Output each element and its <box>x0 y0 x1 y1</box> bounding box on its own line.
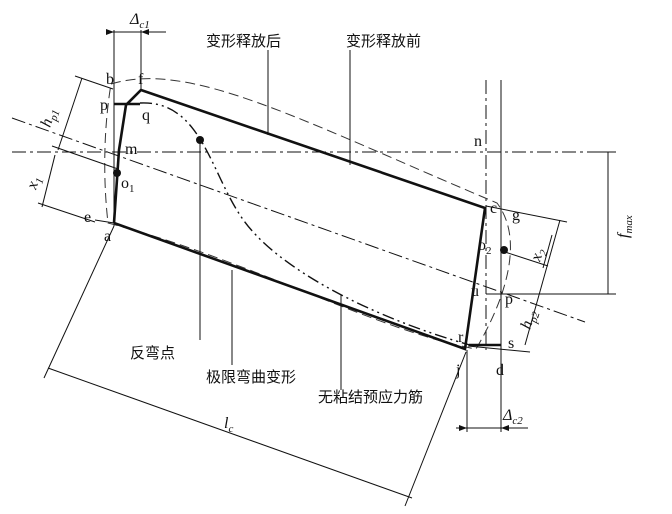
label-point-a: a <box>104 228 111 245</box>
label-delta-c1: Δc1 <box>129 11 150 31</box>
x1-ext-bottom <box>37 202 96 223</box>
caption-inflection-point: 反弯点 <box>130 344 175 362</box>
label-point-c: c <box>490 200 497 217</box>
label-point-m: m <box>125 141 138 158</box>
label-point-d: d <box>496 362 504 379</box>
label-point-g: g <box>512 207 520 224</box>
label-point-s: s <box>508 335 514 352</box>
label-o2: o2 <box>478 237 492 257</box>
label-o1: o1 <box>121 175 135 195</box>
label-point-n: n <box>474 133 482 150</box>
label-x1: x1 <box>23 174 46 193</box>
inclined-axis-line <box>11 117 586 323</box>
caption-before-release: 变形释放前 <box>346 32 421 50</box>
lc-ext-left <box>43 225 115 379</box>
label-point-r: r <box>458 329 464 346</box>
caption-unbonded-tendon: 无粘结预应力筋 <box>318 388 423 406</box>
hp1-ext-top <box>74 75 114 90</box>
hp2-dim-line <box>524 219 561 346</box>
label-hp2: hp2 <box>518 307 543 332</box>
label-point-u: u <box>471 283 479 300</box>
label-point-j: j <box>455 362 460 379</box>
delta-c2-arrow-left <box>459 425 467 431</box>
label-point-f: f <box>138 71 144 88</box>
segment-e-a <box>94 219 115 224</box>
lc-dim-line <box>47 367 413 499</box>
lc-ext-right <box>404 351 467 507</box>
hp2-ext-bottom <box>467 345 531 353</box>
caption-after-release: 变形释放后 <box>206 32 281 50</box>
label-point-b: b <box>106 71 114 88</box>
label-point-e: e <box>84 209 91 226</box>
label-lc: lc <box>224 415 233 435</box>
x2-dim-line <box>542 234 553 269</box>
hp2-ext-top <box>485 205 568 223</box>
hp1-dim-line <box>57 77 83 151</box>
label-point-q: q <box>142 107 150 124</box>
unbonded-tendon-curve <box>139 102 471 346</box>
label-delta-c2: Δc2 <box>502 407 523 427</box>
before-release-outline <box>104 78 511 350</box>
label-hp1: hp1 <box>38 106 63 130</box>
label-point-p-left: p <box>100 97 108 114</box>
x1-dim-line <box>41 154 56 208</box>
delta-c1-arrow-left <box>106 29 114 35</box>
label-fmax: fmax <box>615 215 635 238</box>
caption-ultimate-bending: 极限弯曲变形 <box>206 368 296 386</box>
x2-ext-bottom <box>504 251 549 267</box>
label-x2: x2 <box>527 246 550 266</box>
label-point-p-right: p <box>505 291 513 308</box>
delta-c1-arrow-right <box>141 29 149 35</box>
after-release-outline <box>112 88 487 351</box>
delta-c2-arrow-right <box>501 425 509 431</box>
hp1-ext-bottom <box>51 145 119 170</box>
point-o1-dot <box>113 169 121 177</box>
